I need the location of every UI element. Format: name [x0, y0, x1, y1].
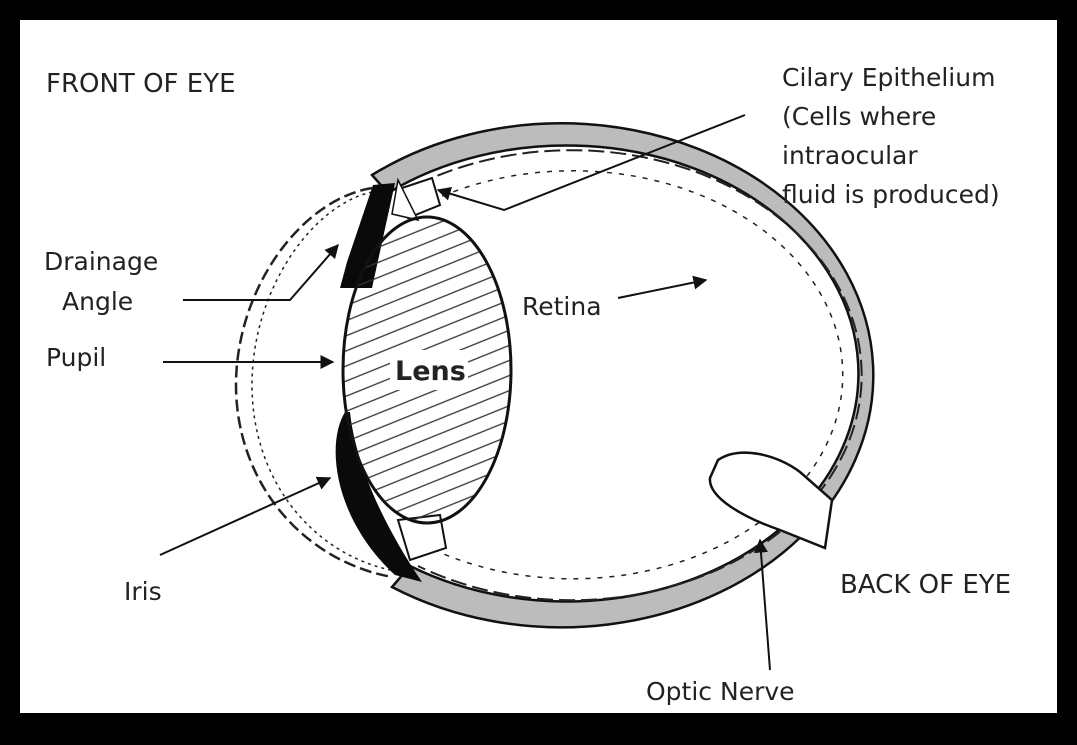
- lens-label: Lens: [395, 356, 466, 387]
- optic-nerve-label: Optic Nerve: [646, 677, 795, 706]
- ciliary-label-line2: (Cells where: [782, 102, 936, 131]
- iris-label: Iris: [124, 577, 162, 606]
- drainage-label-line2: Angle: [62, 287, 133, 316]
- front-of-eye-label: FRONT OF EYE: [46, 69, 236, 99]
- drainage-label-line1: Drainage: [44, 247, 158, 276]
- pupil-label: Pupil: [46, 343, 106, 372]
- ciliary-label-line3: intraocular: [782, 141, 918, 170]
- retina-label: Retina: [522, 292, 602, 321]
- back-of-eye-label: BACK OF EYE: [840, 570, 1011, 600]
- ciliary-label-line1: Cilary Epithelium: [782, 63, 995, 92]
- ciliary-label-line4: fluid is produced): [782, 180, 1000, 209]
